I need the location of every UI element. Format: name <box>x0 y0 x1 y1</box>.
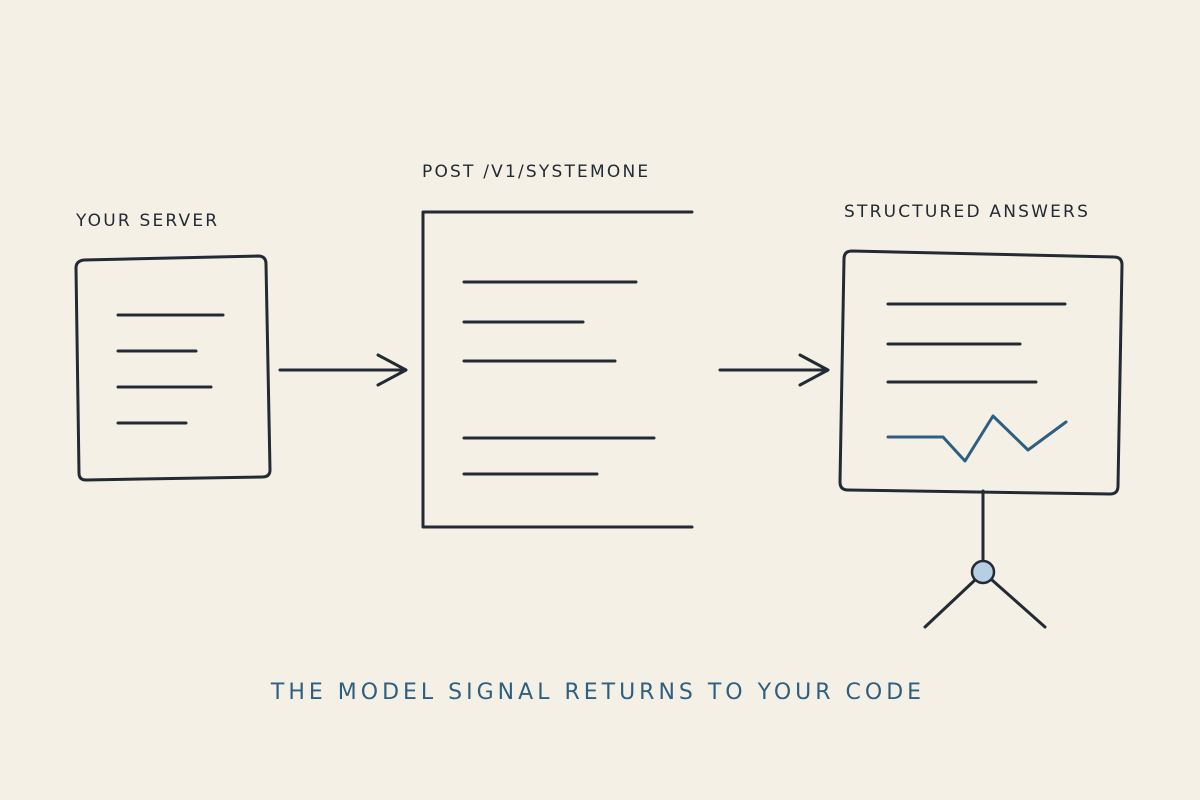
label-your-server: YOUR SERVER <box>75 211 219 231</box>
stand-joint-node <box>970 559 996 585</box>
server-document-frame <box>74 254 272 482</box>
screen-stand <box>923 489 1047 629</box>
arrow-response <box>718 353 830 387</box>
label-endpoint: POST /V1/SYSTEMONE <box>422 162 650 182</box>
stand-leg-left <box>923 578 977 629</box>
endpoint-document <box>421 210 694 529</box>
endpoint-bracket <box>421 210 694 529</box>
arrow-response-head <box>798 353 830 387</box>
arrow-request <box>278 353 408 387</box>
stand-leg-right <box>990 578 1047 629</box>
answers-screen-frame <box>838 249 1124 496</box>
diagram-caption: THE MODEL SIGNAL RETURNS TO YOUR CODE <box>270 680 925 705</box>
answers-signal-line <box>886 414 1068 463</box>
label-structured-answers: STRUCTURED ANSWERS <box>844 202 1090 222</box>
server-document <box>74 254 272 482</box>
arrow-request-head <box>376 353 408 387</box>
answers-screen <box>838 249 1124 496</box>
